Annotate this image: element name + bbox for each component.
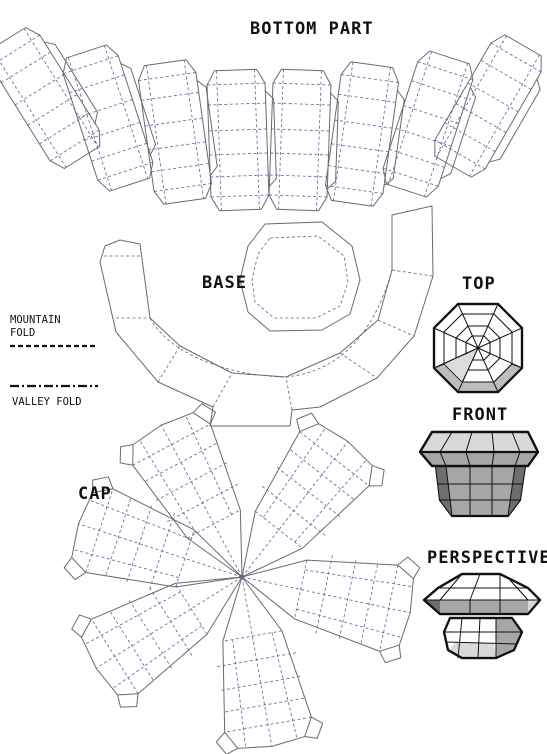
base-octagon-inner bbox=[251, 235, 349, 319]
cap-petal bbox=[215, 576, 324, 754]
base-label: BASE bbox=[202, 273, 247, 293]
base-strip-folds bbox=[104, 255, 434, 411]
perspective-view-mushroom bbox=[422, 572, 542, 660]
bottom-part-net bbox=[0, 27, 542, 212]
base-octagon bbox=[239, 221, 361, 332]
bottom-part-panel bbox=[206, 68, 277, 212]
mountain-fold-label-2: FOLD bbox=[10, 327, 35, 339]
cap-petal bbox=[119, 403, 243, 578]
cap-net bbox=[63, 403, 421, 754]
valley-fold-label: VALLEY FOLD bbox=[12, 396, 82, 408]
bottom-part-panel bbox=[62, 44, 157, 192]
bottom-part-panel bbox=[324, 61, 405, 207]
cap-label: CAP bbox=[78, 484, 112, 504]
bottom-part-label: BOTTOM PART bbox=[250, 19, 374, 39]
base-strip bbox=[99, 205, 434, 427]
bottom-part-panel bbox=[0, 27, 101, 169]
front-view-label: FRONT bbox=[452, 405, 508, 425]
bottom-part-panel bbox=[434, 34, 542, 178]
mountain-fold-label-1: MOUNTAIN bbox=[10, 314, 61, 326]
top-view-octagon bbox=[432, 302, 524, 394]
front-view-mushroom bbox=[418, 430, 540, 518]
cap-petal bbox=[241, 555, 421, 664]
base-net bbox=[99, 205, 434, 427]
bottom-part-panel bbox=[137, 59, 218, 205]
cap-petal bbox=[63, 476, 243, 590]
bottom-part-panel bbox=[268, 68, 339, 212]
top-view-label: TOP bbox=[462, 274, 496, 294]
fold-legend: MOUNTAIN FOLD VALLEY FOLD bbox=[10, 314, 98, 408]
cap-petal bbox=[241, 412, 385, 578]
bottom-part-panel bbox=[382, 50, 477, 198]
perspective-view-label: PERSPECTIVE bbox=[427, 548, 547, 568]
cap-petal bbox=[71, 576, 243, 708]
